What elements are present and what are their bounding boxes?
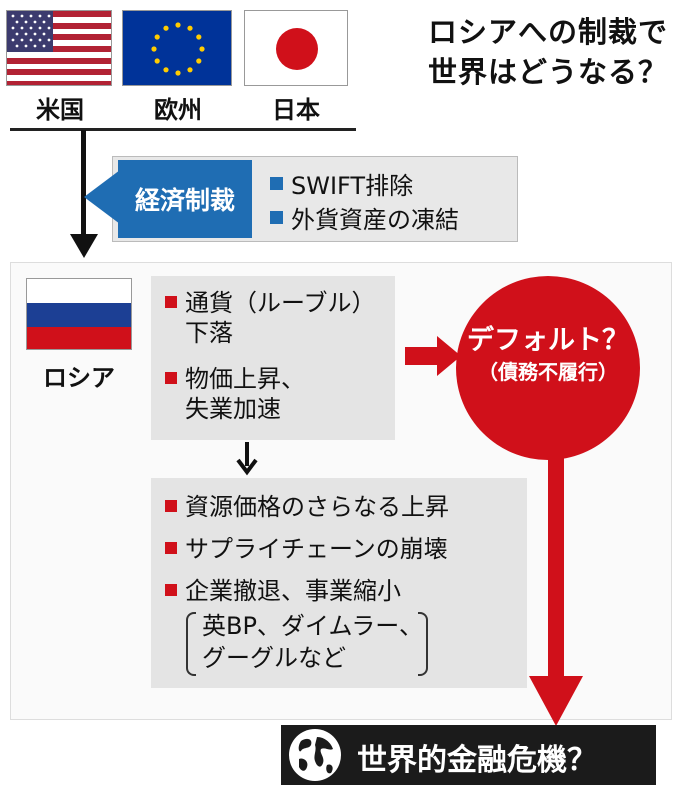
sanction-item: 外貨資産の凍結 (270, 200, 459, 235)
arrow-down-icon (529, 440, 583, 726)
effect-supply-chain: サプライチェーンの崩壊 (165, 534, 448, 564)
russia-flag-icon (26, 278, 132, 350)
company-note: 英BP、ダイムラー、 グーグルなど (186, 610, 428, 676)
bullet-square-icon (165, 500, 177, 512)
bullet-square-icon (165, 542, 177, 554)
note-bracket-right (418, 612, 428, 676)
sanction-arrow-icon (84, 170, 120, 224)
country-label-us: 米国 (36, 96, 84, 124)
us-flag-icon (6, 10, 112, 86)
effects-top-box (151, 276, 395, 440)
effect-text: 下落 (185, 319, 233, 347)
effect-currency: 通貨（ルーブル） 下落 (165, 288, 376, 348)
effect-inflation: 物価上昇、 失業加速 (165, 364, 305, 424)
effect-text: 資源価格のさらなる上昇 (185, 493, 449, 521)
default-circle: デフォルト？ （債務不履行） (456, 276, 640, 460)
arrow-down-icon (236, 442, 258, 476)
effect-resource-prices: 資源価格のさらなる上昇 (165, 492, 449, 522)
globe-icon (289, 729, 341, 781)
effect-text: サプライチェーンの崩壊 (185, 535, 448, 563)
arrow-right-icon (405, 336, 461, 376)
countries-divider (10, 128, 356, 131)
default-title: デフォルト？ (467, 325, 629, 356)
diagram-title: ロシアへの制裁で 世界はどうなる？ (428, 12, 668, 92)
bullet-square-icon (165, 296, 177, 308)
effects-bottom-box (151, 478, 527, 688)
effect-text: 失業加速 (185, 395, 281, 423)
title-line-2: 世界はどうなる？ (427, 55, 668, 89)
note-line: グーグルなど (202, 644, 346, 672)
sanction-item-text: 外貨資産の凍結 (291, 206, 459, 234)
effect-text: 物価上昇、 (185, 365, 305, 393)
country-label-eu: 欧州 (154, 96, 202, 124)
arrow-down-icon (70, 130, 98, 258)
russia-label: ロシア (43, 364, 115, 392)
country-label-japan: 日本 (272, 96, 320, 124)
bullet-square-icon (165, 584, 177, 596)
note-bracket-left (186, 612, 196, 676)
effect-text: 通貨（ルーブル） (185, 289, 376, 317)
bullet-square-icon (165, 372, 177, 384)
crisis-label: 世界的金融危機？ (357, 743, 597, 778)
effect-business-withdrawal: 企業撤退、事業縮小 (165, 576, 401, 606)
bullet-square-icon (270, 177, 283, 190)
crisis-banner: 世界的金融危機？ (281, 725, 656, 785)
effect-text: 企業撤退、事業縮小 (185, 577, 401, 605)
sanction-item-text: SWIFT排除 (291, 172, 414, 200)
note-line: 英BP、ダイムラー、 (202, 612, 424, 640)
sanction-label: 経済制裁 (118, 160, 252, 238)
bullet-square-icon (270, 211, 283, 224)
default-subtitle: （債務不履行） (478, 360, 618, 384)
title-line-1: ロシアへの制裁で (427, 15, 668, 49)
sanction-item: SWIFT排除 (270, 166, 413, 201)
japan-flag-icon (244, 10, 348, 86)
eu-flag-icon (122, 10, 232, 86)
